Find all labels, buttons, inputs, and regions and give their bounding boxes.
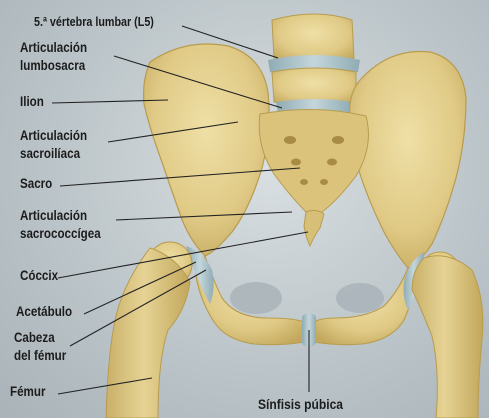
label-sacro: Sacro (20, 176, 52, 192)
l5-vertebra (268, 14, 360, 117)
left-ilium (144, 44, 270, 256)
label-lumbosacral-line2: lumbosacra (20, 58, 85, 74)
obturator-foramen-right (336, 283, 384, 313)
label-cabeza-line2: del fémur (14, 348, 66, 364)
obturator-foramen-left (230, 282, 282, 314)
label-acetabulo: Acetábulo (16, 304, 72, 320)
label-sinfisis: Sínfisis púbica (258, 396, 343, 412)
label-sacrococcygeal-line1: Articulación (20, 208, 87, 224)
label-l5: 5.ª vértebra lumbar (L5) (34, 14, 154, 30)
coccyx (304, 210, 324, 246)
label-sacroiliac-line2: sacroilíaca (20, 146, 80, 162)
label-femur: Fémur (10, 384, 45, 400)
label-ilion: Ilion (20, 94, 44, 110)
label-sacrococcygeal-line2: sacrococcígea (20, 226, 101, 242)
label-cabeza-line1: Cabeza (14, 330, 55, 346)
left-femur (106, 242, 192, 418)
label-sacroiliac-line1: Articulación (20, 128, 87, 144)
label-lumbosacral-line1: Articulación (20, 40, 87, 56)
right-femur (412, 252, 483, 418)
right-ilium (350, 52, 466, 268)
sacrum (259, 109, 368, 216)
label-coccix: Cóccix (20, 268, 58, 284)
